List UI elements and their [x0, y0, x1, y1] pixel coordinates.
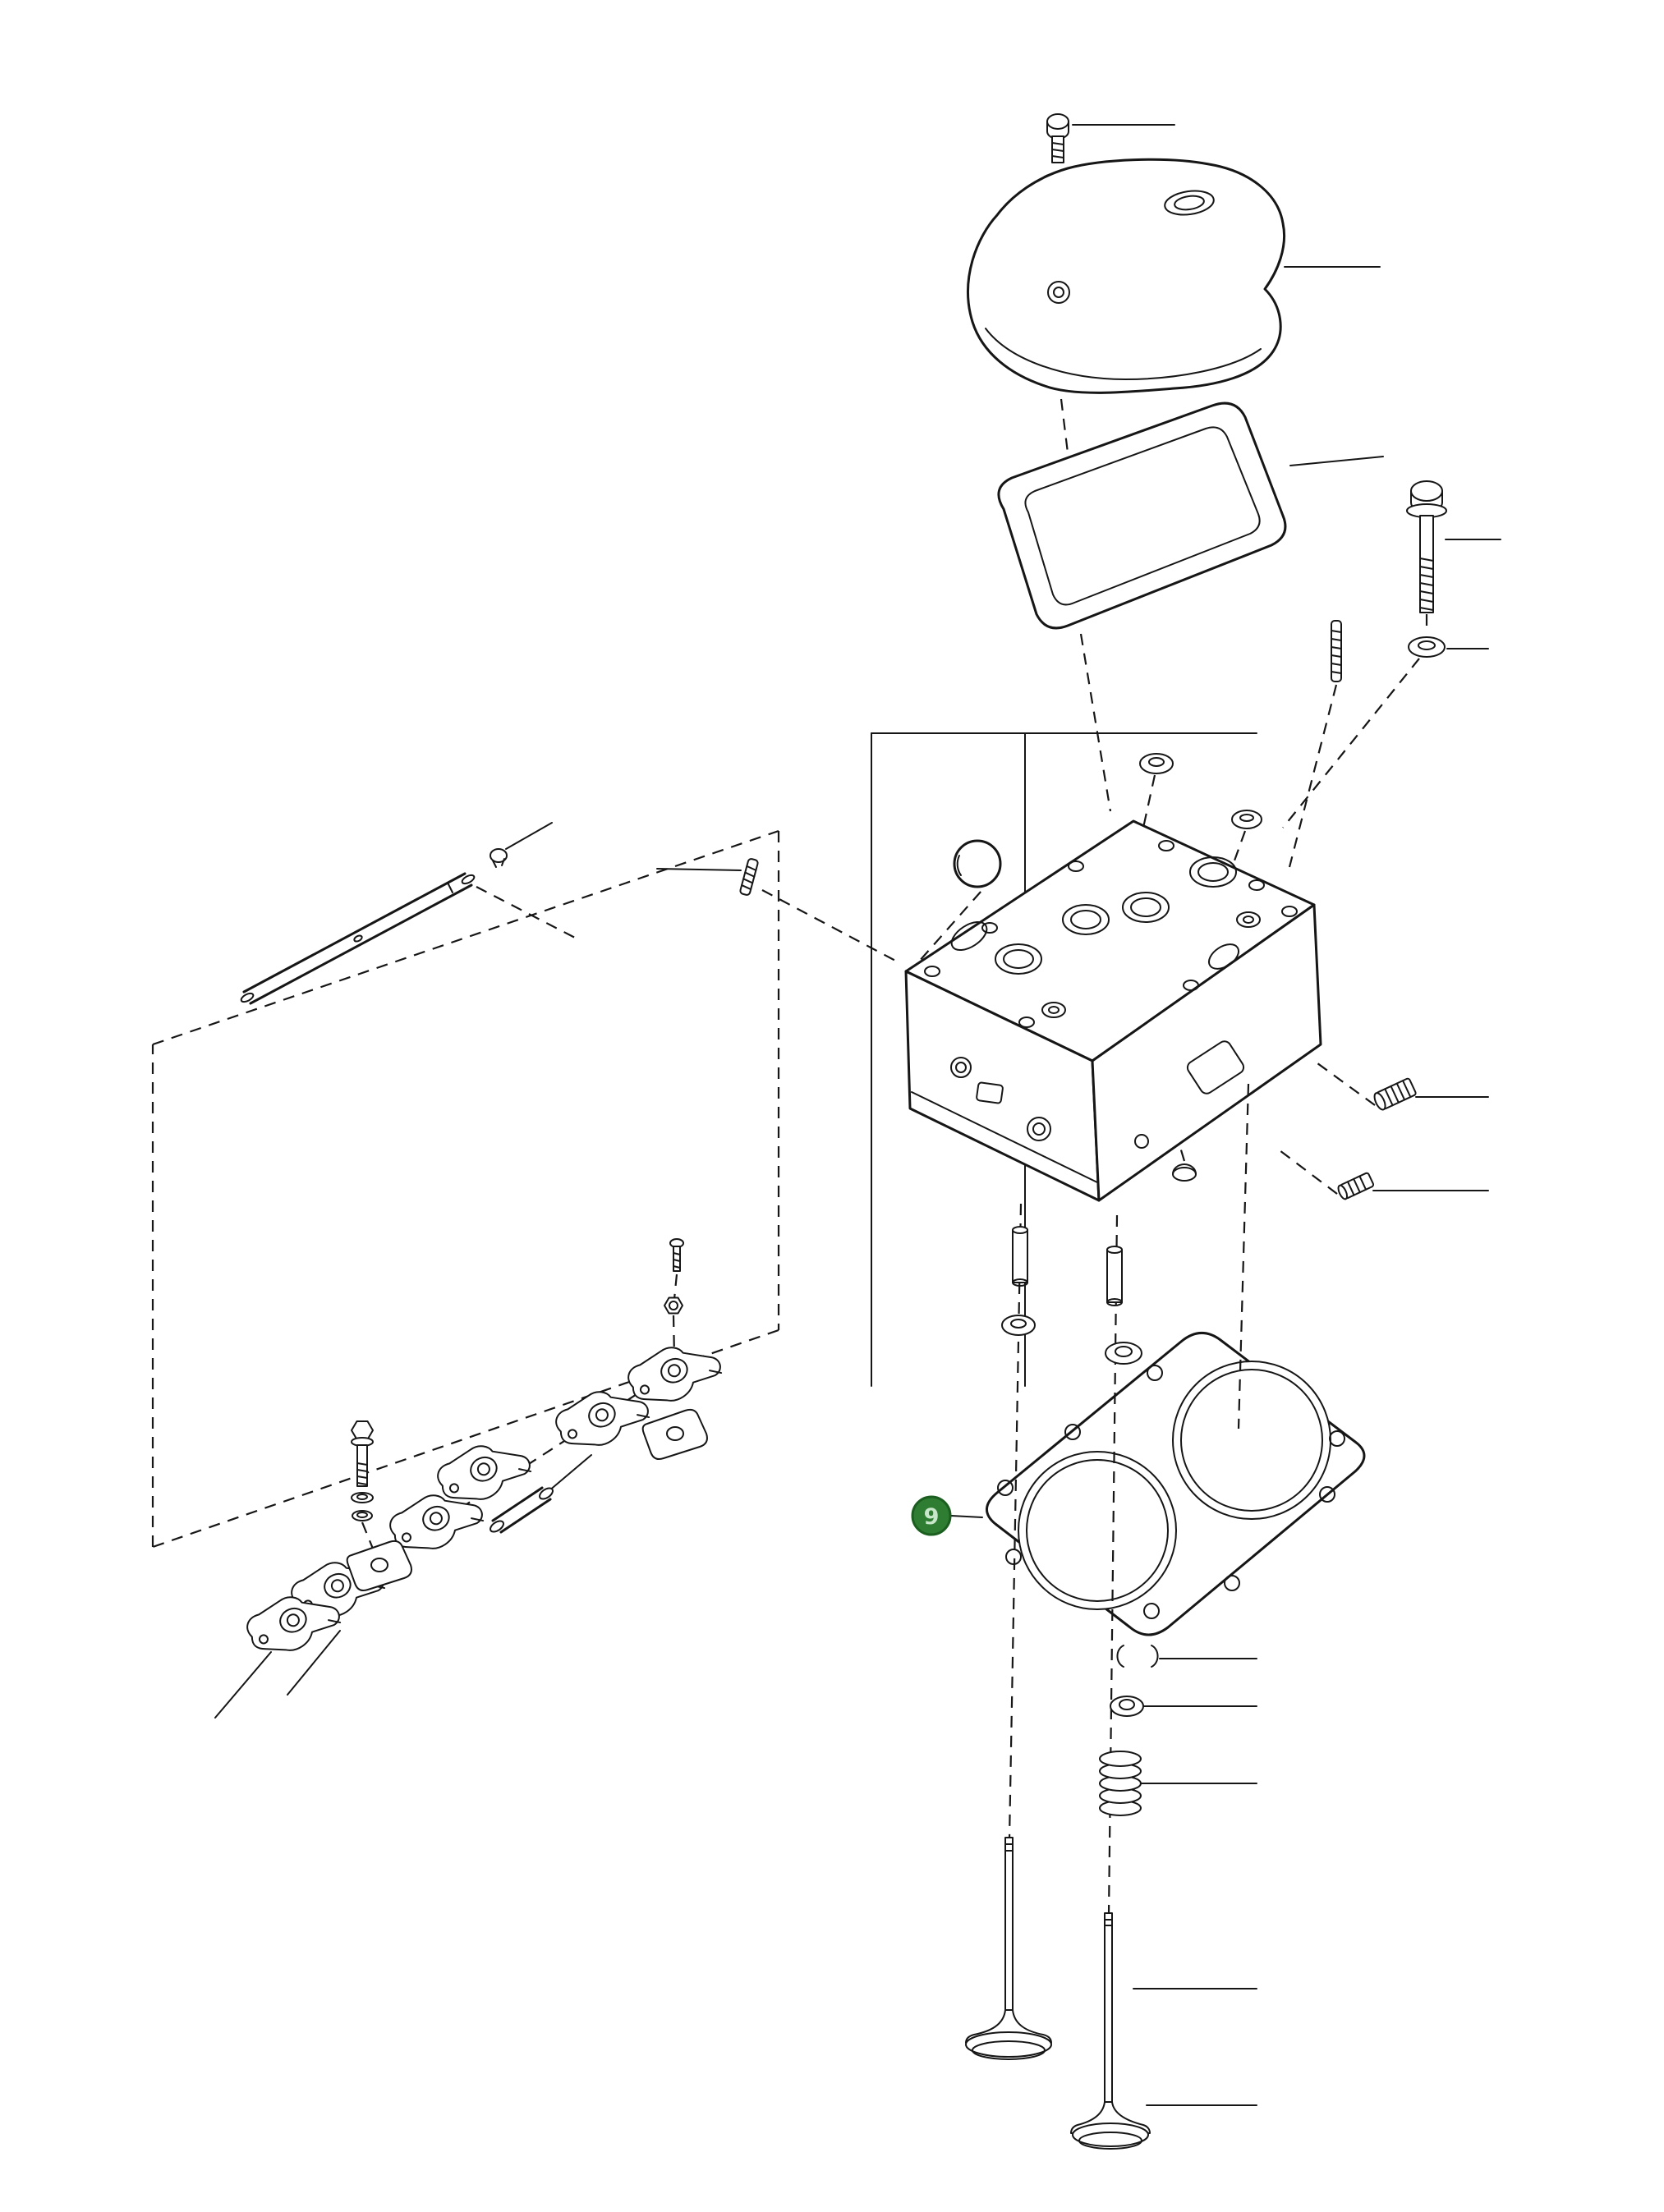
head-front-face-details	[911, 1057, 1098, 1183]
cylinder-head-bolt	[1406, 480, 1447, 613]
sealing-washer-2	[1231, 810, 1262, 829]
gasket-cylinder-bores	[1018, 1361, 1331, 1610]
pipe-plug-1	[1373, 1077, 1417, 1111]
core-plug	[953, 839, 1002, 888]
valve-cover	[967, 158, 1286, 394]
valve-stem-seal-2	[1105, 1342, 1142, 1365]
callout-9-label: 9	[924, 1504, 940, 1530]
stud-right	[1331, 620, 1342, 682]
inlet-valve	[965, 1837, 1052, 2060]
stud-left	[739, 858, 759, 896]
valve-keepers	[1116, 1645, 1159, 1668]
adjusting-screw	[669, 1238, 684, 1272]
valve-guide-1	[1012, 1226, 1028, 1287]
cylinder-head	[904, 819, 1322, 1202]
cover-oil-filler-hole	[1164, 190, 1215, 216]
head-side-port	[1134, 1040, 1245, 1149]
valve-spring	[1099, 1751, 1142, 1816]
valve-stem-seal-1	[1001, 1315, 1036, 1336]
adjusting-nut	[664, 1296, 683, 1315]
valve-axis-lines	[1008, 1083, 1250, 1916]
support-bolt	[351, 1420, 374, 1487]
exhaust-valve	[1070, 1912, 1151, 2150]
cap-bolt	[1046, 113, 1069, 163]
flat-washer	[1408, 636, 1446, 658]
rocker-arm-cluster	[241, 1238, 728, 1664]
valve-guide-2	[1106, 1246, 1123, 1306]
head-bolt-holes	[924, 840, 1298, 1028]
sealing-washer-1	[1139, 753, 1174, 774]
head-gasket	[986, 1332, 1366, 1636]
callout-9[interactable]: 9	[911, 1495, 983, 1536]
leader-lines	[214, 124, 1501, 2106]
support-washer-2	[352, 1510, 373, 1521]
injector-bores	[1041, 911, 1261, 1018]
spacer-tube	[490, 1486, 554, 1534]
rocker-shaft-plug	[490, 848, 508, 868]
spring-retainer	[1110, 1696, 1144, 1717]
callout-9-badge[interactable]	[911, 1495, 952, 1536]
support-washer-1	[351, 1492, 374, 1503]
rocker-shaft	[240, 872, 476, 1005]
valve-seat-rings	[995, 856, 1237, 975]
valve-cap	[1172, 1163, 1197, 1182]
pipe-plug-2	[1337, 1172, 1375, 1200]
assembly-plane-region	[151, 829, 780, 1549]
valve-cover-gasket	[997, 402, 1287, 630]
